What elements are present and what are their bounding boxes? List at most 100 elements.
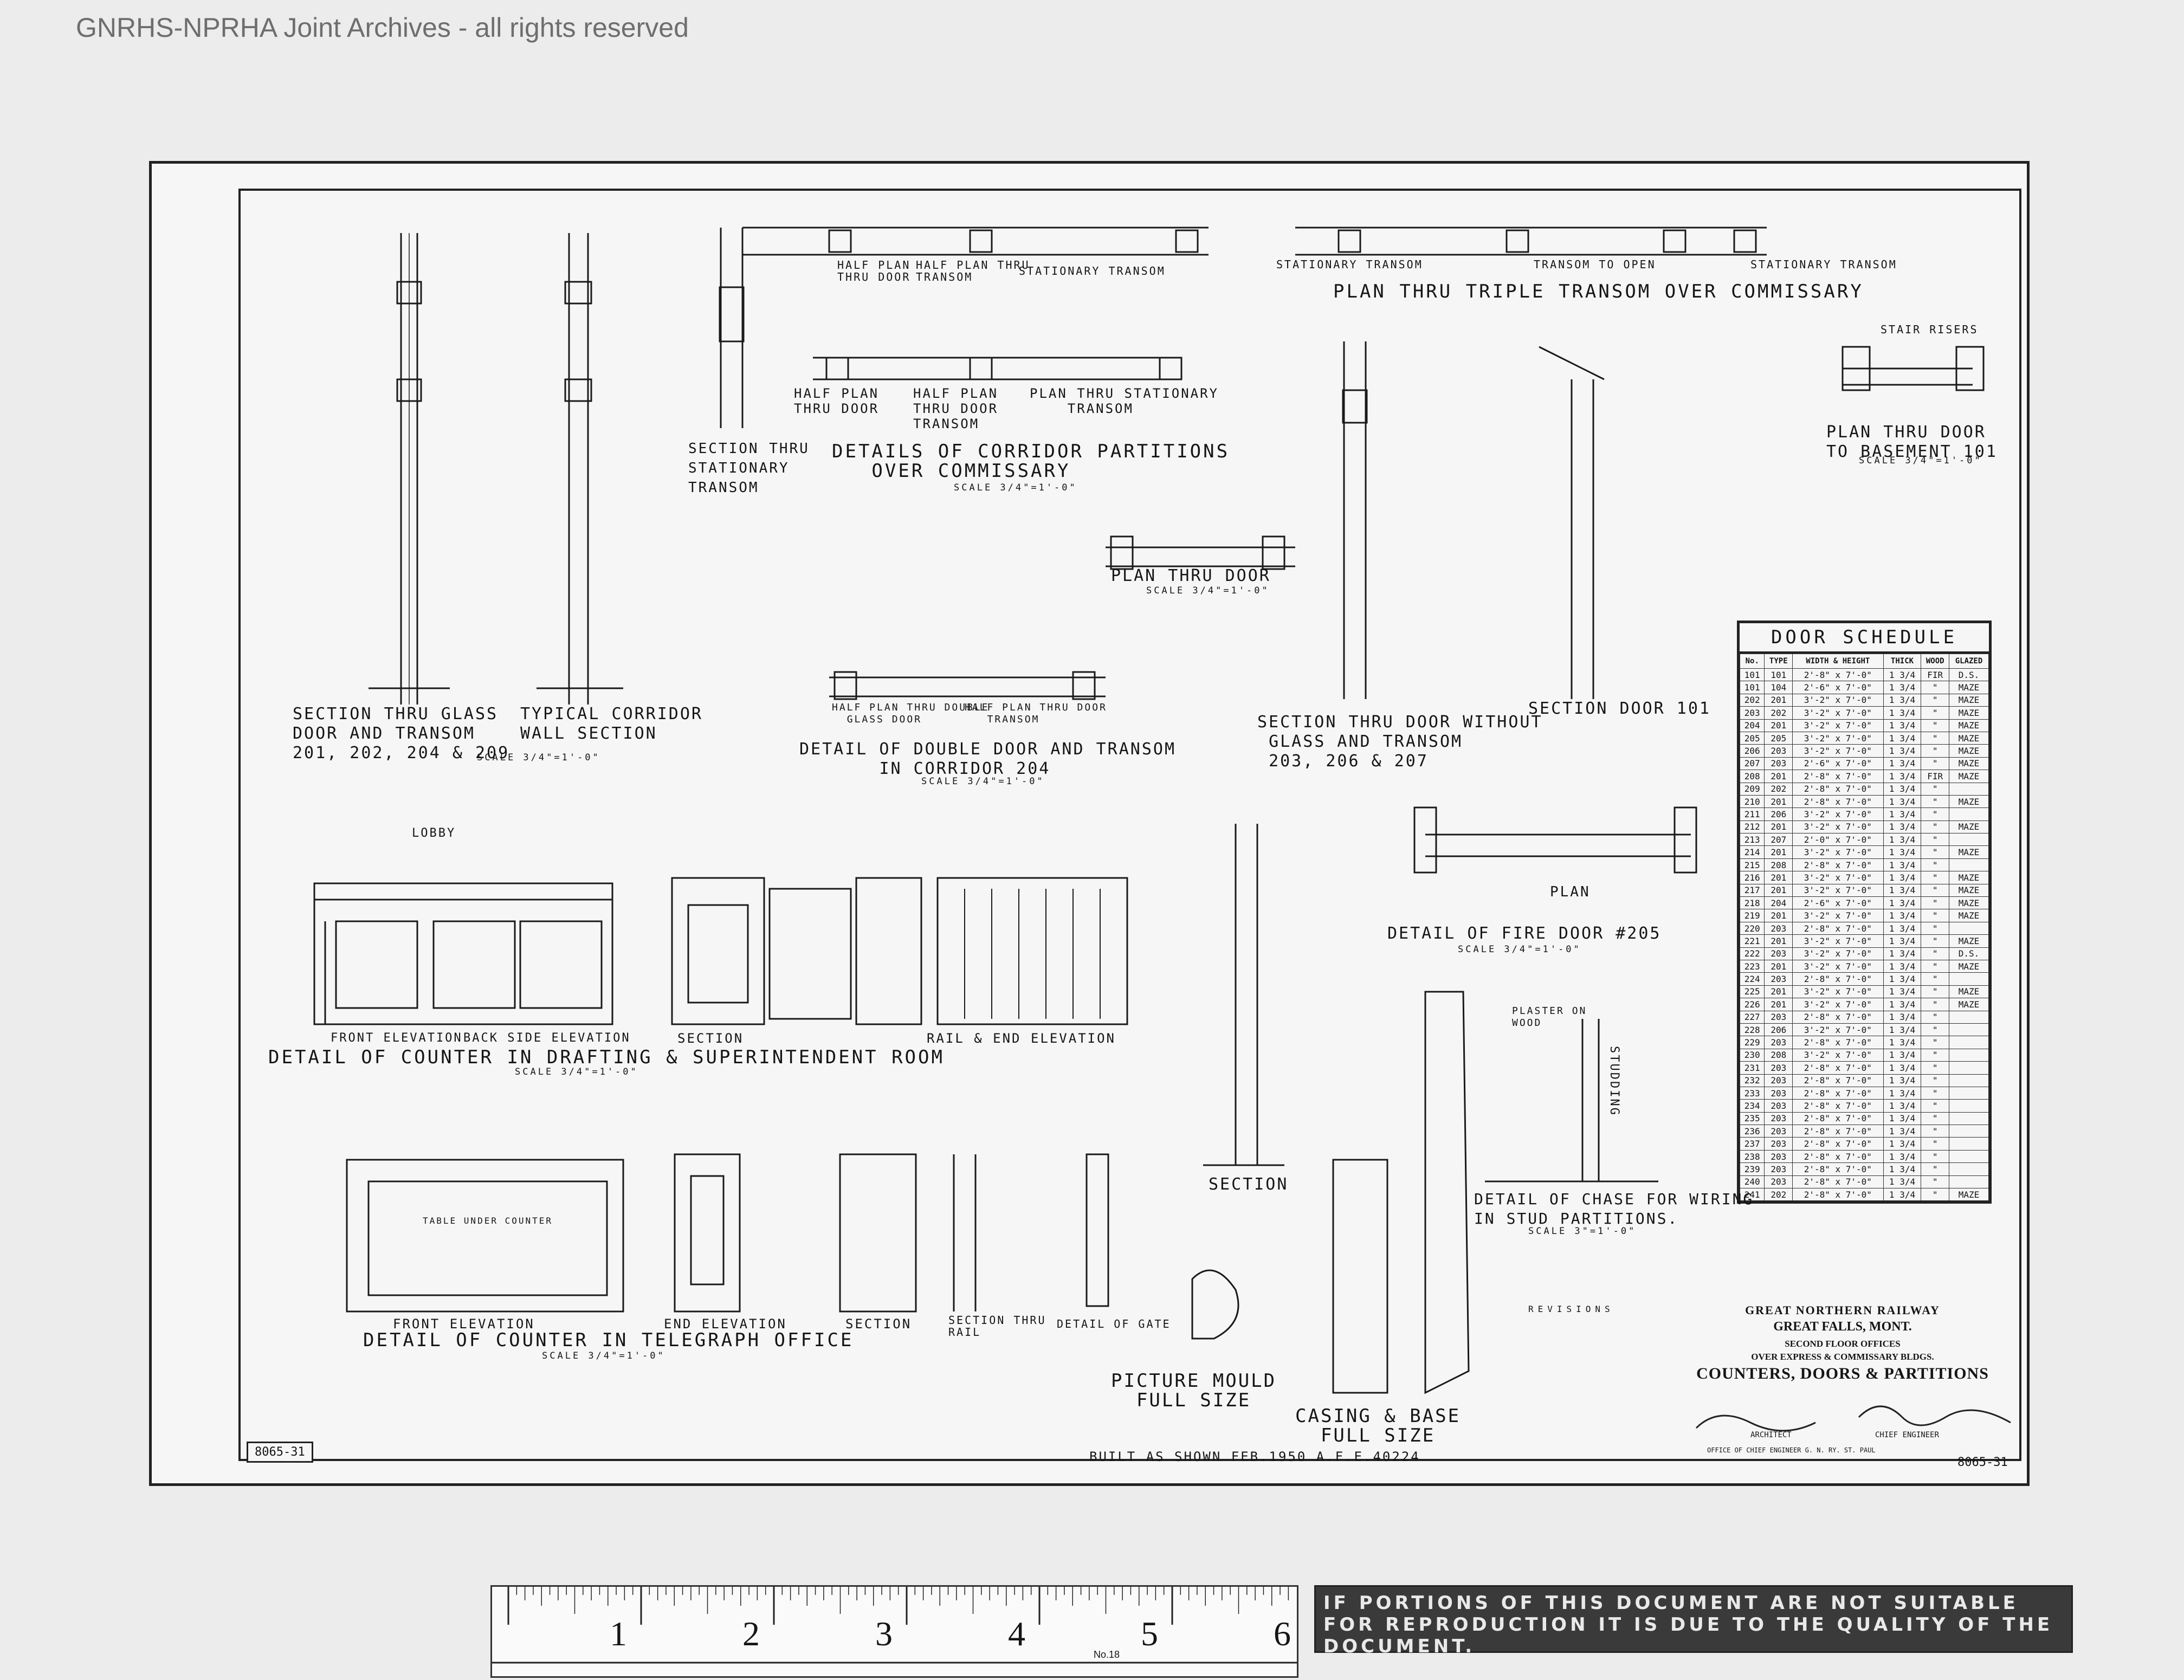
schedule-cell: 236 bbox=[1739, 1125, 1765, 1138]
schedule-cell: 204 bbox=[1739, 719, 1765, 732]
schedule-header: WIDTH & HEIGHT bbox=[1792, 654, 1884, 669]
schedule-cell: " bbox=[1921, 1137, 1950, 1151]
plan-door-label: PLAN THRU DOOR bbox=[1111, 566, 1271, 585]
schedule-cell: 2'-8" x 7'-0" bbox=[1792, 668, 1884, 682]
schedule-cell: 3'-2" x 7'-0" bbox=[1792, 807, 1884, 821]
schedule-cell: 214 bbox=[1739, 845, 1765, 859]
schedule-cell: 238 bbox=[1739, 1149, 1765, 1164]
schedule-cell: 210 bbox=[1739, 794, 1765, 809]
schedule-cell: 218 bbox=[1739, 896, 1765, 910]
counter-drafting-scale: SCALE 3/4"=1'-0" bbox=[515, 1067, 638, 1077]
schedule-cell: " bbox=[1921, 794, 1950, 809]
schedule-cell: 201 bbox=[1764, 934, 1793, 948]
schedule-cell: 219 bbox=[1739, 909, 1765, 922]
schedule-cell: 201 bbox=[1764, 871, 1793, 884]
schedule-cell: 1 3/4 bbox=[1883, 845, 1922, 859]
built-note: BUILT AS SHOWN FEB.1950 A.F.E.40224 bbox=[1089, 1449, 1420, 1464]
schedule-cell: " bbox=[1921, 1086, 1950, 1100]
schedule-cell: 241 bbox=[1739, 1188, 1765, 1201]
ruler-number: 4 bbox=[1008, 1614, 1025, 1653]
front-elevation-1: FRONT ELEVATION bbox=[331, 1031, 463, 1045]
drawing-number-right: 8065-31 bbox=[1957, 1456, 2008, 1469]
schedule-cell: 1 3/4 bbox=[1883, 668, 1922, 682]
schedule-cell: " bbox=[1921, 706, 1950, 720]
schedule-cell: 201 bbox=[1764, 794, 1793, 809]
schedule-cell: 1 3/4 bbox=[1883, 719, 1922, 732]
schedule-cell: 1 3/4 bbox=[1883, 782, 1922, 796]
double-door-scale: SCALE 3/4"=1'-0" bbox=[921, 776, 1045, 787]
schedule-cell: 1 3/4 bbox=[1883, 947, 1922, 960]
schedule-cell: 3'-2" x 7'-0" bbox=[1792, 883, 1884, 897]
schedule-cell: 203 bbox=[1764, 1086, 1793, 1100]
schedule-cell: 222 bbox=[1739, 947, 1765, 960]
schedule-cell: 1 3/4 bbox=[1883, 770, 1922, 783]
drawing-title: COUNTERS, DOORS & PARTITIONS bbox=[1696, 1365, 1989, 1382]
studding-label: STUDDING bbox=[1607, 1046, 1621, 1116]
schedule-cell: 203 bbox=[1739, 706, 1765, 720]
schedule-cell: 1 3/4 bbox=[1883, 1137, 1922, 1151]
schedule-cell: 211 bbox=[1739, 807, 1765, 821]
schedule-cell: 227 bbox=[1739, 1010, 1765, 1024]
schedule-header: GLAZED bbox=[1949, 654, 1989, 669]
schedule-cell: 1 3/4 bbox=[1883, 909, 1922, 922]
schedule-cell: 215 bbox=[1739, 858, 1765, 872]
section-2-label: SECTION bbox=[845, 1316, 912, 1332]
schedule-cell: 225 bbox=[1739, 985, 1765, 999]
schedule-cell: MAZE bbox=[1949, 719, 1989, 732]
schedule-cell: " bbox=[1921, 909, 1950, 922]
schedule-cell: " bbox=[1921, 1175, 1950, 1189]
schedule-cell: 213 bbox=[1739, 833, 1765, 847]
schedule-cell: " bbox=[1921, 871, 1950, 884]
company-name: GREAT NORTHERN RAILWAY bbox=[1745, 1303, 1940, 1317]
schedule-cell bbox=[1949, 972, 1989, 986]
schedule-cell: 1 3/4 bbox=[1883, 959, 1922, 973]
casing-base-label: CASING & BASE FULL SIZE bbox=[1295, 1405, 1461, 1446]
schedule-cell: D.S. bbox=[1949, 947, 1989, 960]
schedule-cell: 228 bbox=[1739, 1023, 1765, 1037]
schedule-cell: MAZE bbox=[1949, 681, 1989, 694]
schedule-cell: MAZE bbox=[1949, 845, 1989, 859]
double-door-title: DETAIL OF DOUBLE DOOR AND TRANSOM IN COR… bbox=[799, 740, 1177, 778]
schedule-cell: 224 bbox=[1739, 972, 1765, 986]
schedule-cell: 3'-2" x 7'-0" bbox=[1792, 871, 1884, 884]
half-plan-transom2: HALF PLAN THRU DOOR TRANSOM bbox=[965, 702, 1107, 725]
schedule-cell bbox=[1949, 782, 1989, 796]
schedule-cell: MAZE bbox=[1949, 757, 1989, 771]
schedule-cell: 207 bbox=[1764, 833, 1793, 847]
schedule-cell: 209 bbox=[1739, 782, 1765, 796]
fire-door-title: DETAIL OF FIRE DOOR #205 bbox=[1387, 924, 1662, 943]
schedule-cell: 201 bbox=[1764, 985, 1793, 999]
schedule-cell: MAZE bbox=[1949, 934, 1989, 948]
schedule-cell: " bbox=[1921, 807, 1950, 821]
schedule-cell: 203 bbox=[1764, 1112, 1793, 1126]
archive-watermark: GNRHS-NPRHA Joint Archives - all rights … bbox=[76, 12, 689, 43]
schedule-cell: " bbox=[1921, 896, 1950, 910]
schedule-cell: " bbox=[1921, 972, 1950, 986]
schedule-cell: 223 bbox=[1739, 959, 1765, 973]
schedule-cell: " bbox=[1921, 1112, 1950, 1126]
section-glass-door-scale: SCALE 3/4"=1'-0" bbox=[477, 752, 600, 763]
schedule-cell: 2'-8" x 7'-0" bbox=[1792, 1036, 1884, 1049]
schedule-cell: " bbox=[1921, 757, 1950, 771]
schedule-cell: 3'-2" x 7'-0" bbox=[1792, 909, 1884, 922]
schedule-cell: 220 bbox=[1739, 921, 1765, 935]
schedule-cell: MAZE bbox=[1949, 1188, 1989, 1201]
schedule-cell: 3'-2" x 7'-0" bbox=[1792, 959, 1884, 973]
schedule-cell: 1 3/4 bbox=[1883, 731, 1922, 745]
schedule-cell bbox=[1949, 1175, 1989, 1189]
schedule-cell: 2'-8" x 7'-0" bbox=[1792, 1061, 1884, 1075]
